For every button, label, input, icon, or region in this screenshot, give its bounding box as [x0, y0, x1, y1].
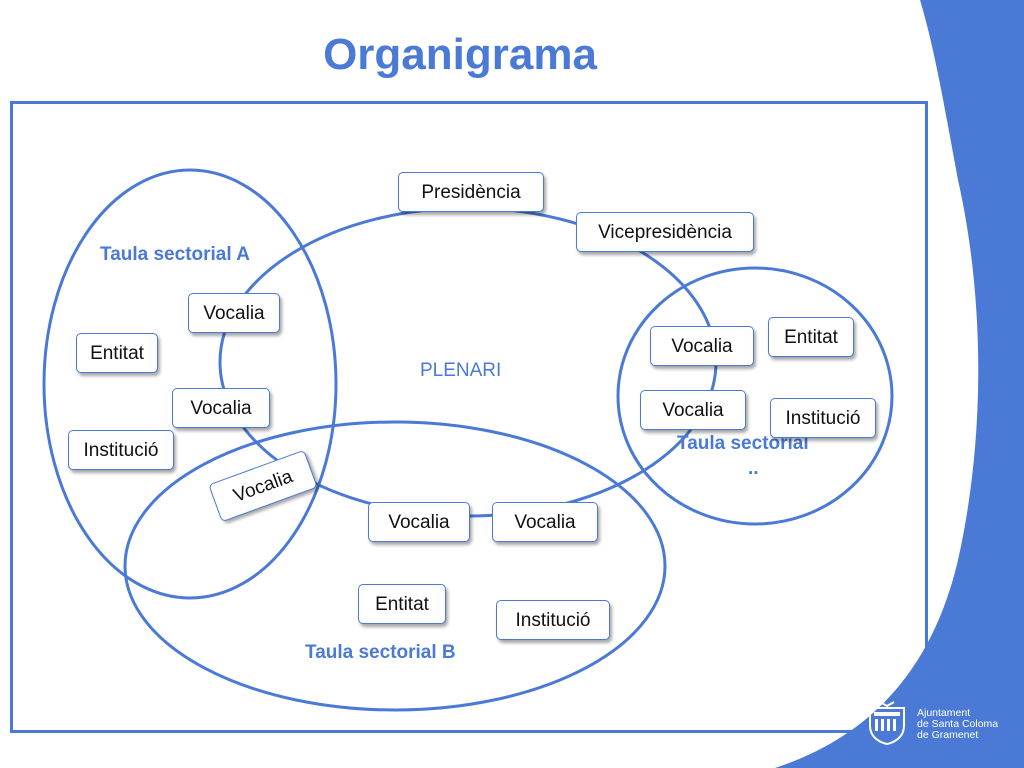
taula-sectorial-c-label: Taula sectorial [677, 433, 809, 454]
plenari-label: PLENARI [420, 360, 502, 381]
city-coat-of-arms-icon [869, 701, 905, 746]
taula-sectorial-a-label: Taula sectorial A [100, 244, 250, 265]
entitat-box: Entitat [76, 333, 158, 373]
presidencia-box: Presidència [398, 172, 544, 212]
vocalia-box: Vocalia [188, 293, 280, 333]
page-title: Organigrama [323, 30, 597, 79]
institucio-box: Institució [770, 398, 876, 438]
vocalia-box: Vocalia [640, 390, 746, 430]
taula-b-ellipse [123, 420, 667, 712]
vocalia-box: Vocalia [492, 502, 598, 542]
vocalia-box: Vocalia [650, 326, 754, 366]
vocalia-box: Vocalia [172, 388, 270, 428]
vocalia-box: Vocalia [368, 502, 470, 542]
logo-line: Ajuntament [917, 707, 971, 719]
taula-sectorial-c-label-2: .. [748, 458, 759, 479]
logo-line: de Gramenet [917, 729, 979, 741]
entitat-box: Entitat [768, 317, 854, 357]
logo-line: de Santa Coloma [917, 718, 999, 730]
taula-sectorial-b-label: Taula sectorial B [305, 642, 456, 663]
city-council-logo-text: Ajuntament de Santa Coloma de Gramenet [917, 708, 998, 741]
taula-a-ellipse [42, 168, 338, 600]
institucio-box: Institució [68, 430, 174, 470]
institucio-box: Institució [496, 600, 610, 640]
taula-c-ellipse [616, 266, 894, 526]
entitat-box: Entitat [358, 584, 446, 624]
side-band [775, 0, 1024, 768]
vicepresidencia-box: Vicepresidència [576, 212, 754, 252]
content-frame [10, 101, 928, 733]
